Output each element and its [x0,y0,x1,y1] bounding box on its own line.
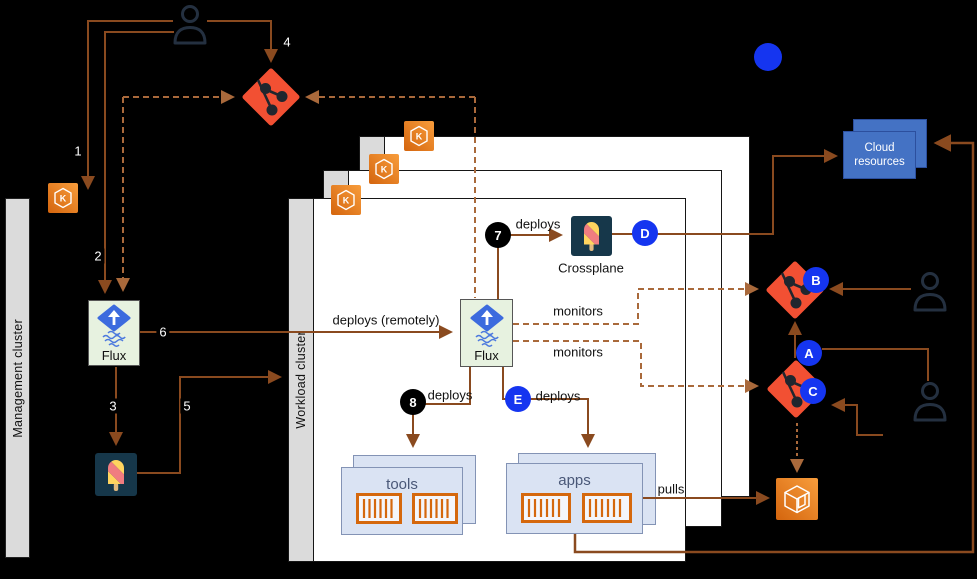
edge-label-deploys-apps: deploys [535,388,581,404]
marker-e-badge: E [505,386,531,412]
eks-cluster-icon: K [331,185,361,215]
eks-cluster-icon: K [404,121,434,151]
edge-label-monitors-upper: monitors [553,303,603,319]
crossplane-popsicle-icon [95,453,137,496]
svg-text:K: K [343,196,350,206]
marker-d-badge: D [632,220,658,246]
crossplane-popsicle-icon [571,216,612,256]
container-icon [521,493,571,523]
tools-label: tools [386,476,418,493]
container-icon [412,493,458,524]
step-1-label: 1 [71,143,85,159]
blue-dot [754,43,782,71]
flux-management-node: Flux [88,300,140,366]
eks-cluster-icon: K [369,154,399,184]
container-icon [356,493,402,524]
git-repo-icon [242,68,300,126]
tools-box: tools [341,467,463,535]
step-4-label: 4 [280,34,294,50]
step-2-label: 2 [91,248,105,264]
person-icon [911,380,949,422]
ecr-registry-icon [776,478,818,520]
apps-box: apps [506,463,643,534]
step-5-label: 5 [180,398,194,414]
flux-icon [97,304,131,348]
flux-workload-node: Flux [460,299,513,367]
flux-icon [470,304,503,348]
edge-label-pulls: pulls [657,481,685,497]
svg-text:K: K [416,132,423,142]
step-6-label: 6 [156,324,170,340]
edge-label-deploys-crossplane: deploys [515,216,561,232]
cloud-resources-label: Cloud resources [854,141,905,168]
eks-cluster-icon: K [48,183,78,213]
marker-a-badge: A [796,340,822,366]
svg-text:K: K [381,165,388,175]
marker-b-badge: B [803,267,829,293]
cloud-resources-box: Cloud resources [843,131,916,179]
management-cluster-label: Management cluster [10,318,25,438]
marker-c-badge: C [800,378,826,404]
management-cluster-sidebar: Management cluster [5,198,30,558]
edge-label-deploys-remotely: deploys (remotely) [332,312,440,328]
person-icon [911,270,949,312]
flux-management-label: Flux [101,348,127,363]
workload-cluster-label: Workload cluster [294,331,308,429]
edge-label-deploys-tools: deploys [427,387,473,403]
step-7-badge: 7 [485,222,511,248]
person-icon [171,3,209,45]
flux-workload-label: Flux [474,348,499,363]
svg-text:K: K [60,194,67,204]
step-8-badge: 8 [400,389,426,415]
container-icon [582,493,632,523]
workload-cluster-sidebar: Workload cluster [289,199,314,561]
edge-label-monitors-lower: monitors [553,344,603,360]
step-3-label: 3 [106,398,120,414]
crossplane-label: Crossplane [558,260,624,276]
apps-label: apps [558,472,591,489]
